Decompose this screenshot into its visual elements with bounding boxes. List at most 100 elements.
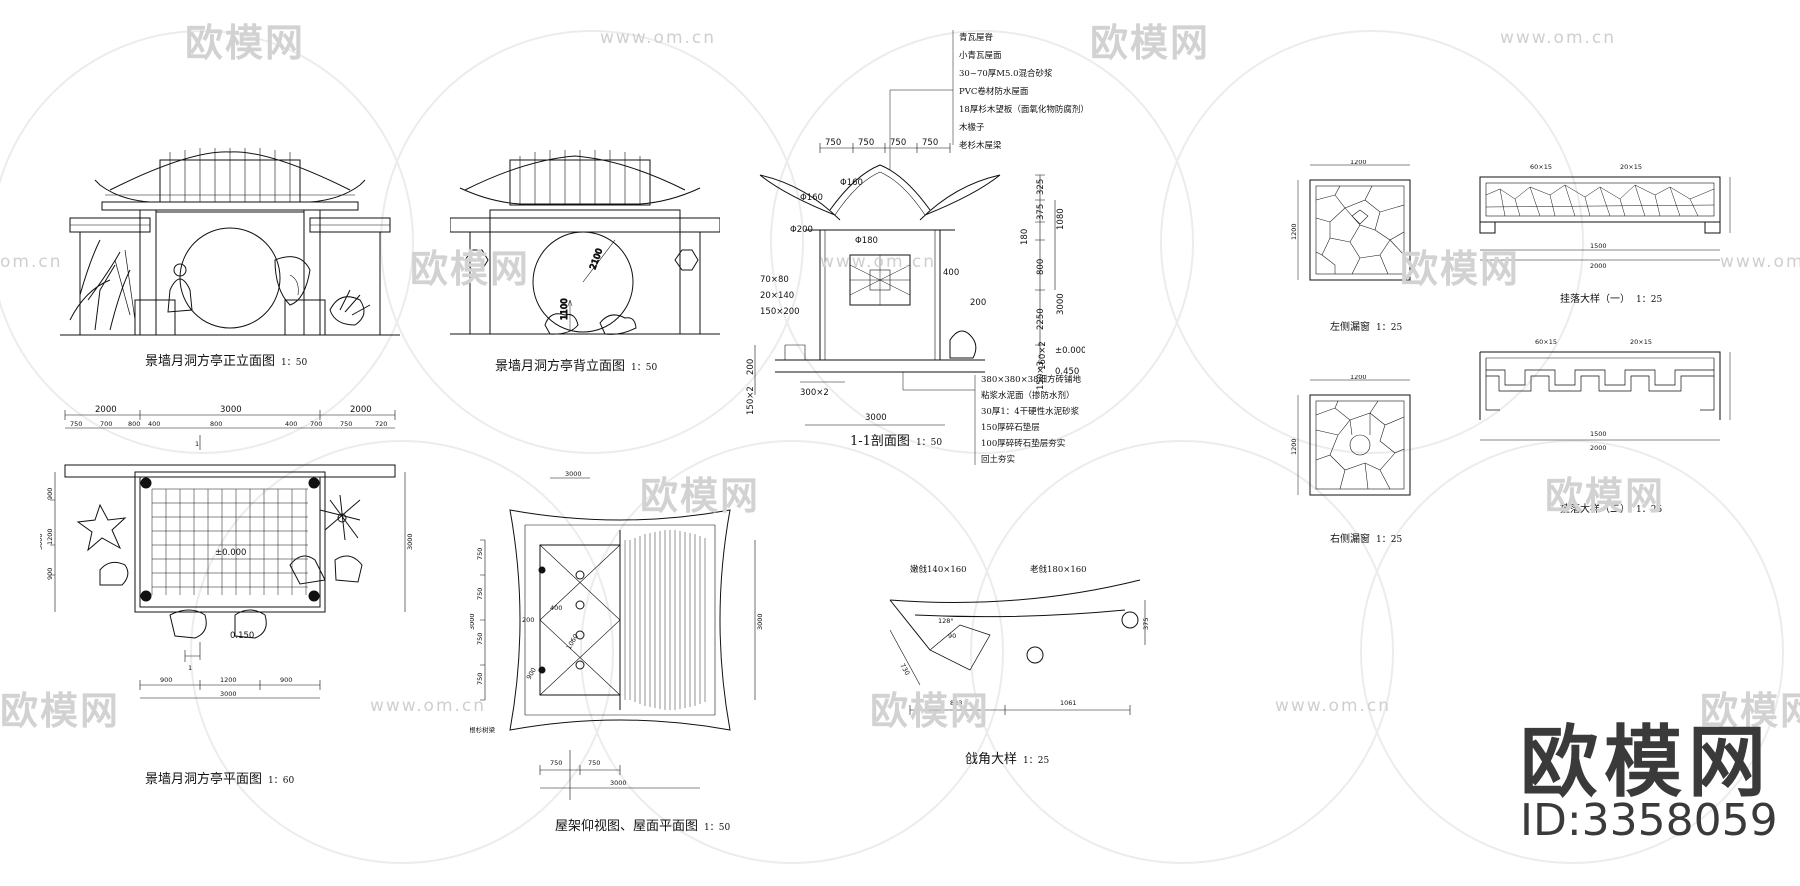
svg-text:小青瓦屋面: 小青瓦屋面: [959, 50, 1002, 61]
svg-text:180: 180: [1020, 229, 1030, 245]
svg-text:800: 800: [210, 420, 222, 428]
svg-text:900: 900: [46, 568, 54, 580]
svg-text:30~70厚M5.0混合砂浆: 30~70厚M5.0混合砂浆: [959, 68, 1053, 79]
svg-text:900: 900: [160, 676, 172, 684]
svg-text:380×380×38细方砖铺地: 380×380×38细方砖铺地: [981, 374, 1082, 385]
svg-text:3000: 3000: [865, 413, 887, 423]
watermark-logo: 欧模网: [1400, 247, 1521, 291]
svg-text:60×15: 60×15: [1530, 163, 1552, 171]
watermark-url: om.cn: [0, 252, 63, 272]
svg-text:1100: 1100: [560, 298, 570, 320]
railing-2-title: 挂落大样（二）1：25: [1560, 504, 1663, 515]
svg-text:730: 730: [898, 662, 911, 677]
svg-text:2000: 2000: [1590, 444, 1607, 452]
watermark-url: www.om.cn: [600, 28, 717, 48]
svg-text:128°: 128°: [938, 617, 954, 625]
watermark-url: www.om.cn: [1275, 696, 1392, 716]
svg-text:150厚碎石垫层: 150厚碎石垫层: [981, 422, 1040, 433]
svg-text:Φ160: Φ160: [840, 178, 863, 188]
svg-text:375: 375: [1036, 204, 1046, 220]
svg-text:800: 800: [128, 420, 140, 428]
plan-drawing: 2000 3000 2000 750 700 800 400 800 400 7…: [40, 400, 420, 800]
svg-text:2000: 2000: [95, 405, 117, 415]
svg-text:325: 325: [1036, 179, 1046, 195]
watermark-logo: 欧模网: [0, 689, 121, 733]
watermark-circle: [1360, 440, 1784, 864]
window-1-drawing: 1200 1200: [1290, 160, 1430, 330]
watermark-logo: 欧模网: [870, 689, 991, 733]
svg-text:0.450: 0.450: [1055, 367, 1079, 377]
svg-text:3000: 3000: [406, 533, 414, 550]
watermark-logo: 欧模网: [1090, 21, 1211, 65]
svg-text:1200: 1200: [1290, 438, 1298, 455]
svg-text:1200: 1200: [1350, 160, 1367, 166]
svg-text:老戗180×160: 老戗180×160: [1030, 564, 1087, 575]
watermark-url: www.om.cn: [820, 252, 937, 272]
svg-text:150×200: 150×200: [760, 307, 800, 317]
svg-text:1200: 1200: [220, 676, 237, 684]
svg-text:木椽子: 木椽子: [959, 122, 985, 133]
svg-text:粘浆水泥面（掺防水剂）: 粘浆水泥面（掺防水剂）: [981, 390, 1075, 401]
svg-text:20×140: 20×140: [760, 291, 794, 301]
svg-text:3000: 3000: [756, 613, 764, 630]
svg-text:2000: 2000: [350, 405, 372, 415]
watermark-logo: 欧模网: [640, 474, 761, 518]
svg-text:160×2: 160×2: [1038, 341, 1048, 370]
svg-text:1: 1: [195, 440, 199, 448]
svg-text:老杉木屋梁: 老杉木屋梁: [959, 140, 1002, 151]
svg-text:18厚杉木望板（面氧化物防腐剂）: 18厚杉木望板（面氧化物防腐剂）: [959, 104, 1085, 115]
svg-text:2100: 2100: [588, 247, 605, 271]
svg-text:750: 750: [890, 138, 906, 148]
corner-detail-drawing: 嫩戗140×160 老戗180×160 128° 90 730 848 1061…: [870, 560, 1150, 740]
svg-text:青瓦屋脊: 青瓦屋脊: [959, 32, 994, 43]
svg-text:750: 750: [588, 759, 600, 767]
back-elevation: 2100 1100: [450, 140, 720, 400]
svg-text:3000: 3000: [1056, 293, 1066, 315]
svg-text:Φ200: Φ200: [790, 225, 813, 235]
svg-text:1080: 1080: [1056, 208, 1066, 230]
brand-logo-text: 欧模网: [1520, 718, 1773, 808]
svg-text:150×3: 150×3: [1036, 361, 1046, 390]
svg-text:Φ160: Φ160: [800, 193, 823, 203]
svg-text:3000: 3000: [470, 613, 476, 630]
svg-text:±0.000: ±0.000: [1055, 346, 1085, 356]
svg-text:750: 750: [340, 420, 352, 428]
svg-text:100厚碎砖石垫层夯实: 100厚碎砖石垫层夯实: [981, 438, 1065, 449]
svg-text:200: 200: [970, 298, 986, 308]
svg-text:3000: 3000: [40, 533, 44, 550]
svg-text:2000: 2000: [1590, 262, 1607, 270]
svg-text:400: 400: [148, 420, 160, 428]
svg-text:200: 200: [746, 359, 756, 375]
brand-id-text: ID:3358059: [1520, 795, 1778, 846]
window-2-drawing: 1200 1200: [1290, 375, 1430, 545]
svg-text:750: 750: [476, 548, 484, 560]
watermark-logo: 欧模网: [1545, 474, 1666, 518]
svg-text:750: 750: [550, 759, 562, 767]
svg-text:900: 900: [46, 488, 54, 500]
svg-text:750: 750: [476, 673, 484, 685]
svg-text:400: 400: [285, 420, 297, 428]
svg-text:800: 800: [1036, 259, 1046, 275]
svg-text:700: 700: [100, 420, 112, 428]
svg-text:750: 750: [922, 138, 938, 148]
svg-text:150×2: 150×2: [746, 386, 756, 415]
watermark-logo: 欧模网: [185, 21, 306, 65]
svg-text:750: 750: [858, 138, 874, 148]
svg-text:60×15: 60×15: [1535, 338, 1557, 346]
svg-text:900: 900: [525, 666, 538, 681]
svg-text:9根杉树梁: 9根杉树梁: [470, 725, 496, 734]
watermark-logo: 欧模网: [410, 247, 531, 291]
svg-text:1500: 1500: [1590, 242, 1607, 250]
svg-text:750: 750: [825, 138, 841, 148]
svg-text:90: 90: [948, 632, 956, 640]
railing-2-drawing: 60×15 20×15 2000 1500: [1460, 330, 1740, 470]
watermark-circle: [1160, 30, 1584, 454]
svg-text:848: 848: [950, 699, 962, 707]
